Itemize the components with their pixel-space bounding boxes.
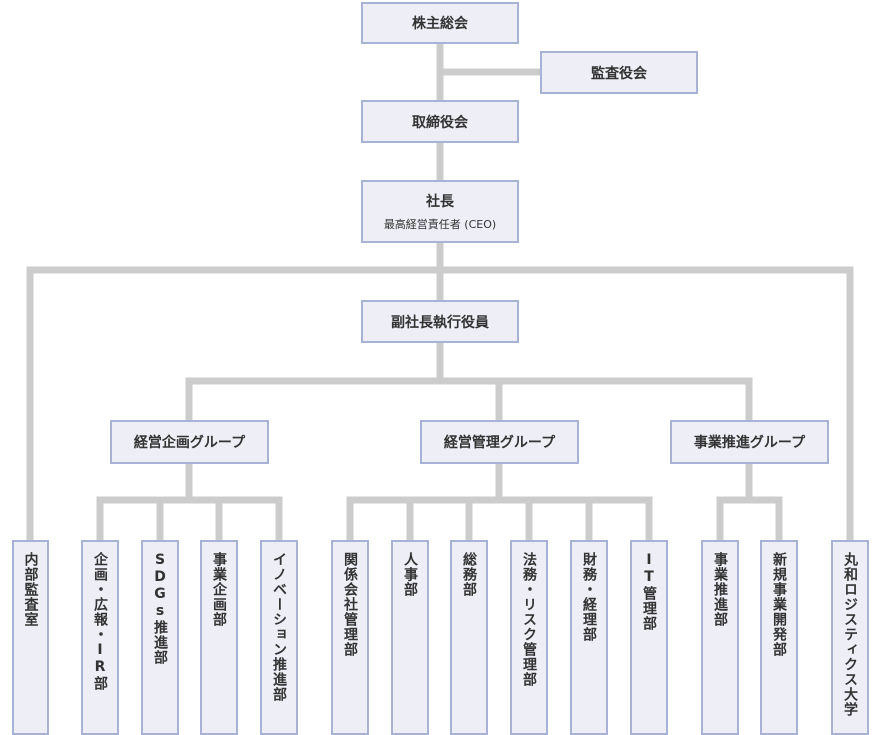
department-box: 事業推進部	[701, 540, 739, 735]
department-box: IT管理部	[630, 540, 668, 735]
department-label: 事業推進部	[712, 552, 728, 627]
department-label: 総務部	[461, 552, 477, 597]
department-label: 法務・リスク管理部	[521, 552, 537, 687]
shareholders-label: 株主総会	[412, 16, 468, 32]
board-label: 取締役会	[412, 114, 468, 131]
auditors-label: 監査役会	[591, 65, 647, 82]
auditors-box: 監査役会	[540, 51, 698, 94]
department-box: 総務部	[450, 540, 488, 735]
department-box: 人事部	[391, 540, 429, 735]
department-label: 財務・経理部	[581, 552, 597, 642]
vice-president-box: 副社長執行役員	[361, 300, 519, 343]
shareholders-box: 株主総会	[361, 2, 519, 44]
internal-audit-box: 内部監査室	[12, 540, 49, 735]
group-label: 事業推進グループ	[693, 435, 806, 451]
department-label: IT管理部	[641, 552, 657, 631]
group-label: 経営管理グループ	[443, 435, 556, 451]
department-label: 関係会社管理部	[342, 552, 358, 657]
university-box: 丸和ロジスティクス大学	[831, 540, 869, 735]
department-box: 企画・広報・IR部	[81, 540, 119, 735]
department-box: 事業企画部	[200, 540, 238, 735]
university-label: 丸和ロジスティクス大学	[842, 552, 858, 717]
vice-president-label: 副社長執行役員	[391, 314, 489, 331]
internal-audit-label: 内部監査室	[22, 552, 39, 627]
department-box: 新規事業開発部	[760, 540, 798, 735]
department-box: 関係会社管理部	[331, 540, 369, 735]
board-box: 取締役会	[361, 100, 519, 143]
department-label: 人事部	[402, 552, 418, 597]
group-label: 経営企画グループ	[133, 435, 246, 451]
department-box: SDGs推進部	[141, 540, 179, 735]
department-label: 企画・広報・IR部	[92, 552, 108, 691]
group-box: 経営管理グループ	[420, 420, 579, 464]
department-box: 法務・リスク管理部	[510, 540, 548, 735]
president-title: 社長	[426, 194, 454, 210]
department-label: 新規事業開発部	[771, 552, 787, 657]
department-label: イノベーション推進部	[271, 552, 287, 702]
department-box: 財務・経理部	[570, 540, 608, 735]
group-box: 経営企画グループ	[110, 420, 269, 464]
department-box: イノベーション推進部	[260, 540, 298, 735]
president-subtitle: 最高経営責任者 (CEO)	[383, 218, 497, 231]
department-label: SDGs推進部	[152, 552, 168, 665]
president-box: 社長 最高経営責任者 (CEO)	[361, 180, 519, 243]
department-label: 事業企画部	[211, 552, 227, 627]
group-box: 事業推進グループ	[670, 420, 829, 464]
